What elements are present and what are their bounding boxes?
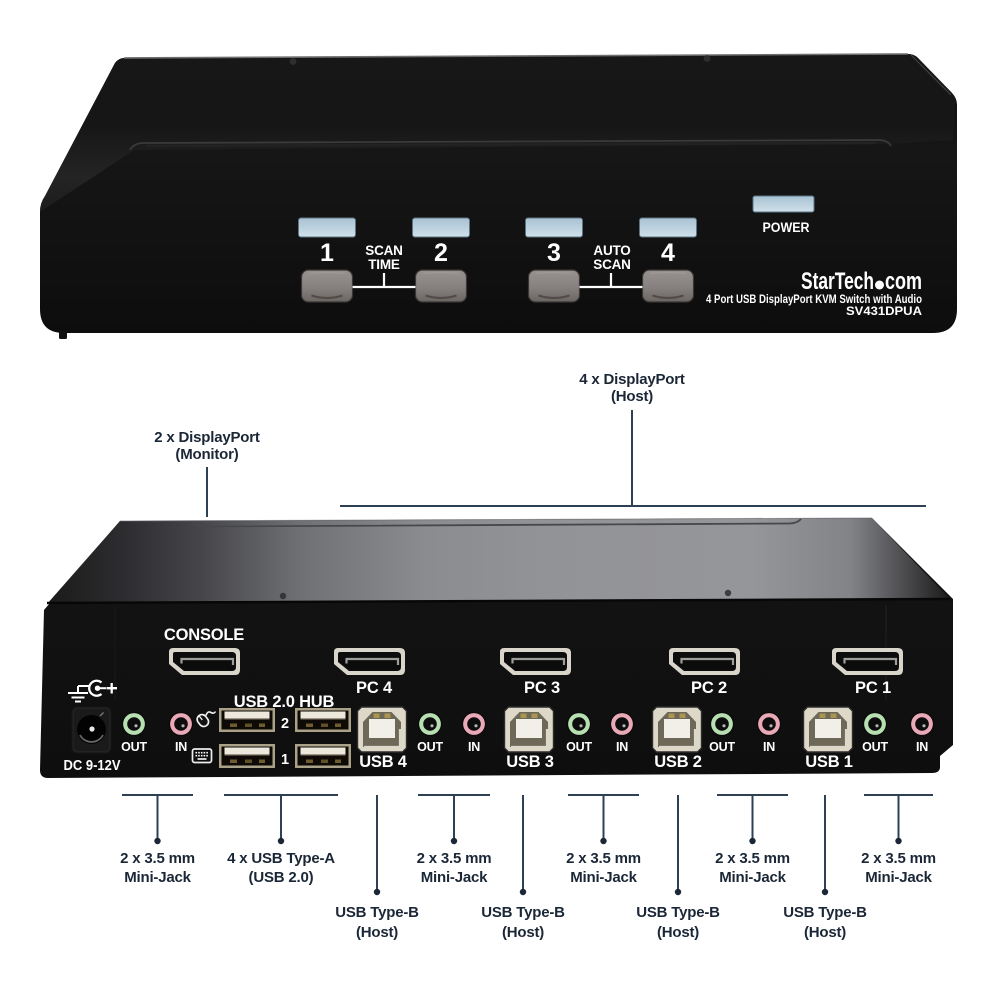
svg-text:IN: IN xyxy=(468,740,480,754)
svg-text:2: 2 xyxy=(434,239,448,267)
svg-text:(Host): (Host) xyxy=(502,924,544,941)
svg-text:2: 2 xyxy=(281,716,289,732)
svg-text:Mini-Jack: Mini-Jack xyxy=(570,869,637,886)
svg-text:4 Port USB DisplayPort KVM Swi: 4 Port USB DisplayPort KVM Switch with A… xyxy=(706,294,922,306)
svg-text:(Monitor): (Monitor) xyxy=(175,446,238,463)
svg-text:Mini-Jack: Mini-Jack xyxy=(865,869,932,886)
svg-text:USB 2.0 HUB: USB 2.0 HUB xyxy=(234,693,335,711)
svg-text:USB Type-B: USB Type-B xyxy=(335,904,419,921)
svg-text:SCAN: SCAN xyxy=(593,257,630,272)
svg-text:IN: IN xyxy=(616,740,628,754)
svg-text:Mini-Jack: Mini-Jack xyxy=(421,869,488,886)
svg-text:USB 4: USB 4 xyxy=(359,753,408,771)
svg-text:SV431DPUA: SV431DPUA xyxy=(846,306,922,318)
svg-text:TIME: TIME xyxy=(368,257,400,272)
svg-text:POWER: POWER xyxy=(763,220,810,235)
svg-text:USB Type-B: USB Type-B xyxy=(481,904,565,921)
svg-text:3: 3 xyxy=(547,239,561,267)
svg-text:USB Type-B: USB Type-B xyxy=(636,904,720,921)
svg-text:(Host): (Host) xyxy=(657,924,699,941)
svg-text:USB Type-B: USB Type-B xyxy=(783,904,867,921)
svg-text:Mini-Jack: Mini-Jack xyxy=(124,869,191,886)
svg-text:SCAN: SCAN xyxy=(365,243,402,258)
svg-text:2 x 3.5 mm: 2 x 3.5 mm xyxy=(120,850,195,867)
svg-text:2 x 3.5 mm: 2 x 3.5 mm xyxy=(417,850,492,867)
svg-text:AUTO: AUTO xyxy=(593,243,630,258)
svg-text:PC 2: PC 2 xyxy=(691,679,727,697)
svg-text:4 x DisplayPort: 4 x DisplayPort xyxy=(579,371,685,388)
svg-text:IN: IN xyxy=(916,740,928,754)
svg-text:2 x DisplayPort: 2 x DisplayPort xyxy=(154,429,260,446)
svg-text:4 x USB Type-A: 4 x USB Type-A xyxy=(227,850,335,867)
svg-text:IN: IN xyxy=(175,740,187,754)
svg-text:OUT: OUT xyxy=(121,740,147,754)
svg-text:DC 9-12V: DC 9-12V xyxy=(64,758,121,774)
svg-text:PC 1: PC 1 xyxy=(855,679,891,697)
svg-text:4: 4 xyxy=(661,239,675,267)
svg-text:OUT: OUT xyxy=(862,740,888,754)
svg-text:PC 3: PC 3 xyxy=(524,679,560,697)
svg-text:(Host): (Host) xyxy=(611,388,653,405)
svg-text:OUT: OUT xyxy=(709,740,735,754)
svg-text:OUT: OUT xyxy=(566,740,592,754)
svg-text:2 x 3.5 mm: 2 x 3.5 mm xyxy=(715,850,790,867)
svg-text:CONSOLE: CONSOLE xyxy=(164,626,244,644)
svg-text:OUT: OUT xyxy=(417,740,443,754)
svg-text:IN: IN xyxy=(763,740,775,754)
svg-text:USB 2: USB 2 xyxy=(654,753,702,771)
svg-text:1: 1 xyxy=(320,239,334,267)
svg-text:com: com xyxy=(885,268,922,295)
svg-text:2 x 3.5 mm: 2 x 3.5 mm xyxy=(566,850,641,867)
svg-text:(USB 2.0): (USB 2.0) xyxy=(249,869,314,886)
svg-text:StarTech: StarTech xyxy=(801,268,874,295)
svg-text:2 x 3.5 mm: 2 x 3.5 mm xyxy=(861,850,936,867)
svg-text:USB 1: USB 1 xyxy=(805,753,853,771)
svg-text:PC 4: PC 4 xyxy=(356,679,393,697)
svg-text:(Host): (Host) xyxy=(804,924,846,941)
svg-text:USB 3: USB 3 xyxy=(506,753,554,771)
svg-text:(Host): (Host) xyxy=(356,924,398,941)
svg-text:Mini-Jack: Mini-Jack xyxy=(719,869,786,886)
svg-text:1: 1 xyxy=(281,752,289,768)
